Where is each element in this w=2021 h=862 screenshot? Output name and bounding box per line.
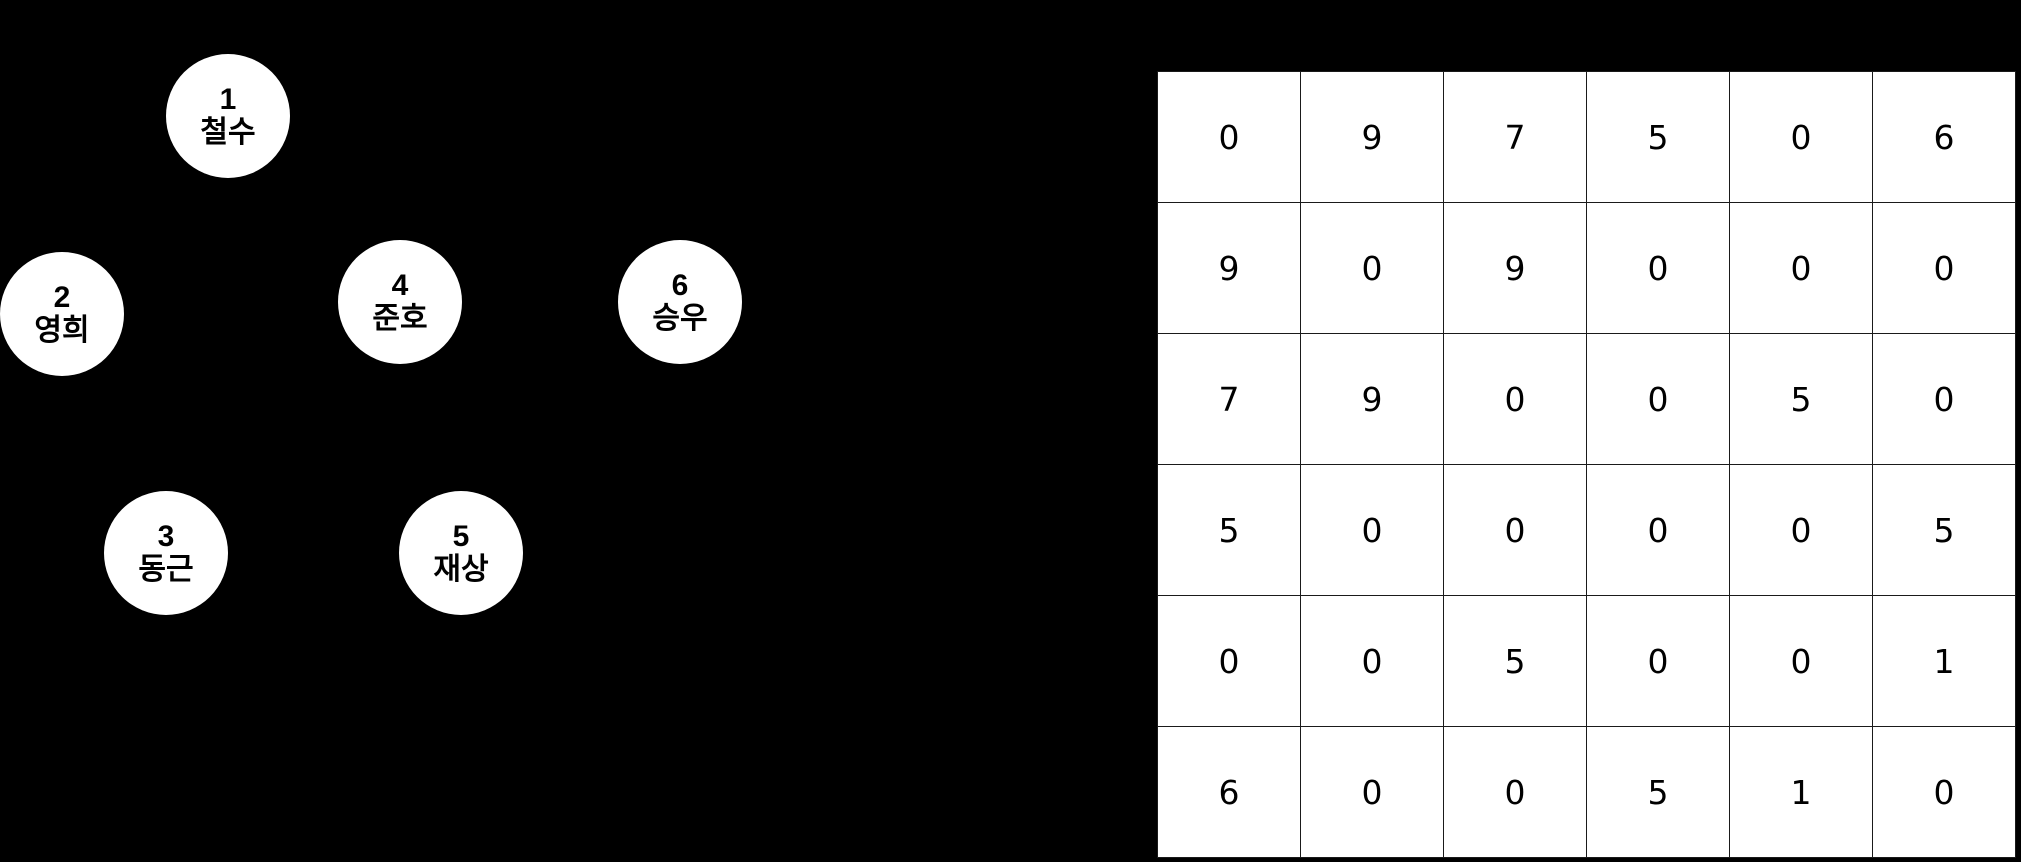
matrix-cell-6-6: 0 bbox=[1872, 726, 2016, 858]
matrix-cell-3-1: 7 bbox=[1157, 333, 1301, 465]
graph-node-id: 2 bbox=[53, 280, 71, 314]
matrix-cell-6-5: 1 bbox=[1729, 726, 1873, 858]
matrix-cell-4-1: 5 bbox=[1157, 464, 1301, 596]
graph-node-id: 4 bbox=[391, 268, 409, 302]
matrix-cell-6-2: 0 bbox=[1300, 726, 1444, 858]
matrix-cell-4-6: 5 bbox=[1872, 464, 2016, 596]
matrix-cell-1-6: 6 bbox=[1872, 71, 2016, 203]
matrix-cell-2-2: 0 bbox=[1300, 202, 1444, 334]
matrix-cell-5-5: 0 bbox=[1729, 595, 1873, 727]
graph-node-id: 5 bbox=[452, 519, 470, 553]
graph-node-label: 철수 bbox=[200, 116, 256, 149]
matrix-cell-4-3: 0 bbox=[1443, 464, 1587, 596]
matrix-cell-4-4: 0 bbox=[1586, 464, 1730, 596]
matrix-cell-5-6: 1 bbox=[1872, 595, 2016, 727]
matrix-cell-3-6: 0 bbox=[1872, 333, 2016, 465]
matrix-cell-6-3: 0 bbox=[1443, 726, 1587, 858]
matrix-cell-6-1: 6 bbox=[1157, 726, 1301, 858]
matrix-cell-2-6: 0 bbox=[1872, 202, 2016, 334]
matrix-cell-1-5: 0 bbox=[1729, 71, 1873, 203]
matrix-cell-2-4: 0 bbox=[1586, 202, 1730, 334]
graph-node-id: 3 bbox=[157, 519, 175, 553]
matrix-cell-3-4: 0 bbox=[1586, 333, 1730, 465]
matrix-cell-2-1: 9 bbox=[1157, 202, 1301, 334]
matrix-cell-4-5: 0 bbox=[1729, 464, 1873, 596]
matrix-cell-4-2: 0 bbox=[1300, 464, 1444, 596]
graph-node-label: 영희 bbox=[34, 314, 90, 347]
matrix-cell-2-3: 9 bbox=[1443, 202, 1587, 334]
matrix-cell-5-4: 0 bbox=[1586, 595, 1730, 727]
graph-node-label: 승우 bbox=[652, 302, 708, 335]
graph-node-id: 6 bbox=[671, 268, 689, 302]
matrix-cell-3-2: 9 bbox=[1300, 333, 1444, 465]
matrix-cell-1-1: 0 bbox=[1157, 71, 1301, 203]
matrix-cell-5-2: 0 bbox=[1300, 595, 1444, 727]
matrix-cell-3-3: 0 bbox=[1443, 333, 1587, 465]
matrix-cell-5-1: 0 bbox=[1157, 595, 1301, 727]
matrix-cell-1-2: 9 bbox=[1300, 71, 1444, 203]
matrix-cell-2-5: 0 bbox=[1729, 202, 1873, 334]
graph-node-label: 동근 bbox=[138, 553, 194, 586]
matrix-cell-5-3: 5 bbox=[1443, 595, 1587, 727]
graph-node-label: 준호 bbox=[372, 302, 428, 335]
matrix-cell-1-4: 5 bbox=[1586, 71, 1730, 203]
matrix-cell-6-4: 5 bbox=[1586, 726, 1730, 858]
graph-node-id: 1 bbox=[219, 82, 237, 116]
graph-node-label: 재상 bbox=[433, 553, 489, 586]
matrix-cell-1-3: 7 bbox=[1443, 71, 1587, 203]
matrix-cell-3-5: 5 bbox=[1729, 333, 1873, 465]
